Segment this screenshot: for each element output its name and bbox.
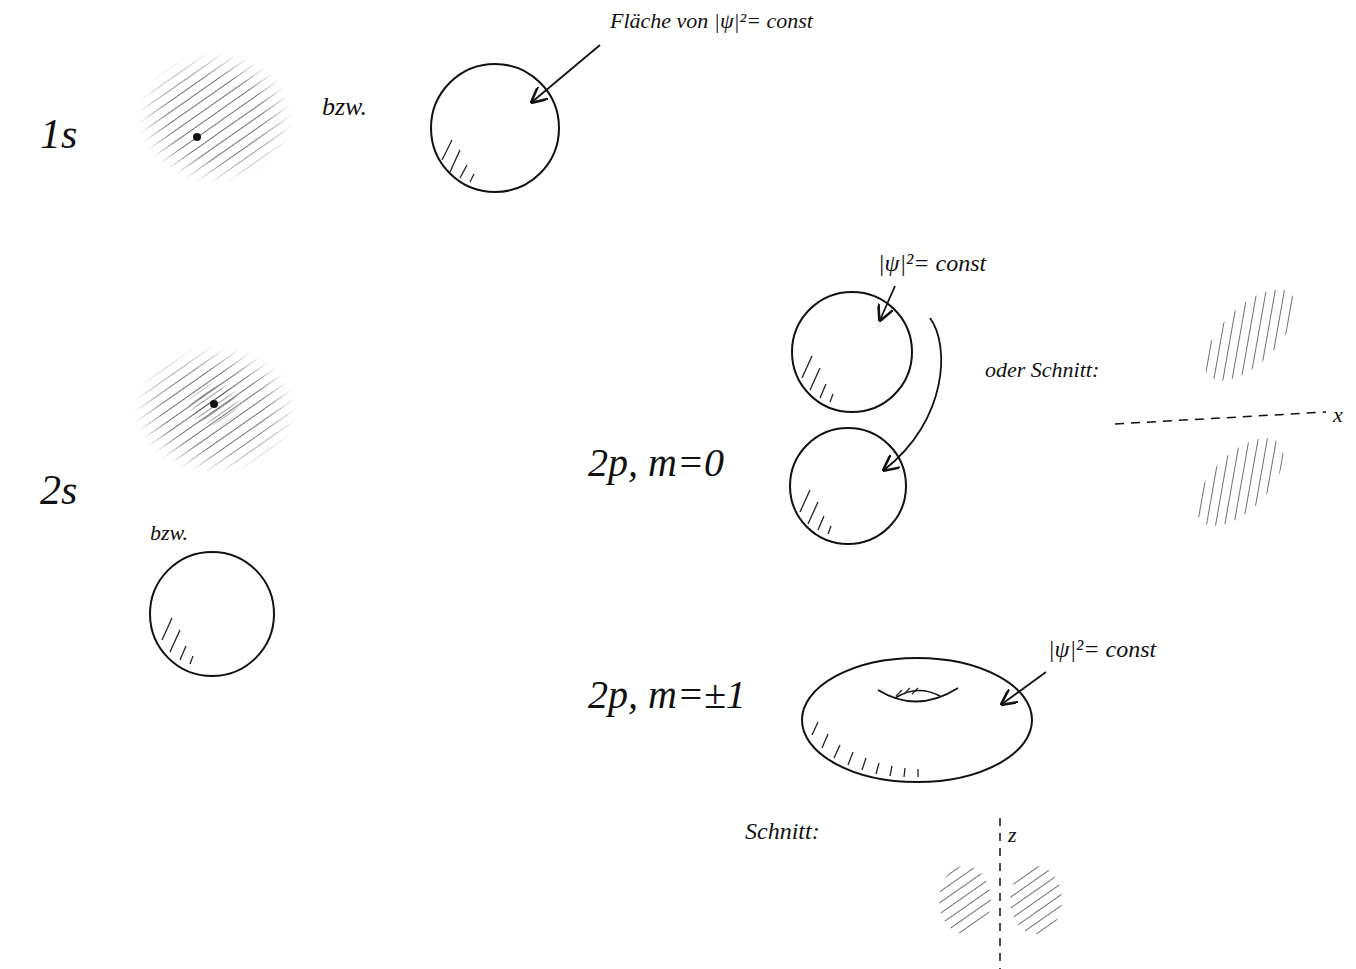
orbital-name: 2s: [40, 466, 77, 514]
surface-shading: [162, 618, 193, 664]
surface-shading: [800, 356, 833, 534]
surface-note: |ψ|²= const: [1048, 636, 1156, 664]
note: bzw.: [322, 92, 367, 122]
x-axis: [1115, 412, 1326, 424]
surface-note: Fläche von |ψ|²= const: [610, 8, 813, 33]
orbital-lobe: [790, 428, 906, 544]
section-lobe: [939, 866, 991, 934]
orbital-surface: [150, 552, 274, 676]
axis-label: x: [1333, 402, 1343, 427]
note: Schnitt:: [745, 818, 820, 846]
note: oder Schnitt:: [985, 357, 1099, 382]
leader-arrow: [1002, 672, 1046, 704]
axis-label: z: [1008, 822, 1017, 847]
section-lobe: [1181, 423, 1298, 540]
orbital-name: 2p, m=0: [588, 440, 724, 486]
surface-note: |ψ|²= const: [878, 250, 986, 278]
section-lobe: [1010, 866, 1062, 934]
surface-shading: [442, 140, 474, 182]
probability-cloud: [133, 346, 297, 474]
nucleus-dot: [210, 400, 218, 408]
leader-arrow: [884, 318, 941, 470]
nucleus-dot: [193, 133, 201, 141]
torus-hole: [895, 690, 940, 698]
torus-hole: [878, 688, 958, 702]
orbital-name: 2p, m=±1: [588, 672, 746, 718]
leader-arrow: [532, 45, 600, 102]
orbital-lobe: [792, 292, 912, 412]
section-lobe: [1189, 274, 1311, 396]
orbital-surface: [431, 64, 559, 192]
surface-shading: [812, 688, 918, 777]
orbital-name: 1s: [40, 110, 77, 158]
leader-arrow: [880, 286, 895, 320]
probability-cloud: [137, 52, 293, 184]
torus-surface: [802, 658, 1032, 782]
z-axis: [999, 818, 1001, 969]
note: bzw.: [150, 520, 188, 545]
inner-cloud: [186, 380, 242, 428]
